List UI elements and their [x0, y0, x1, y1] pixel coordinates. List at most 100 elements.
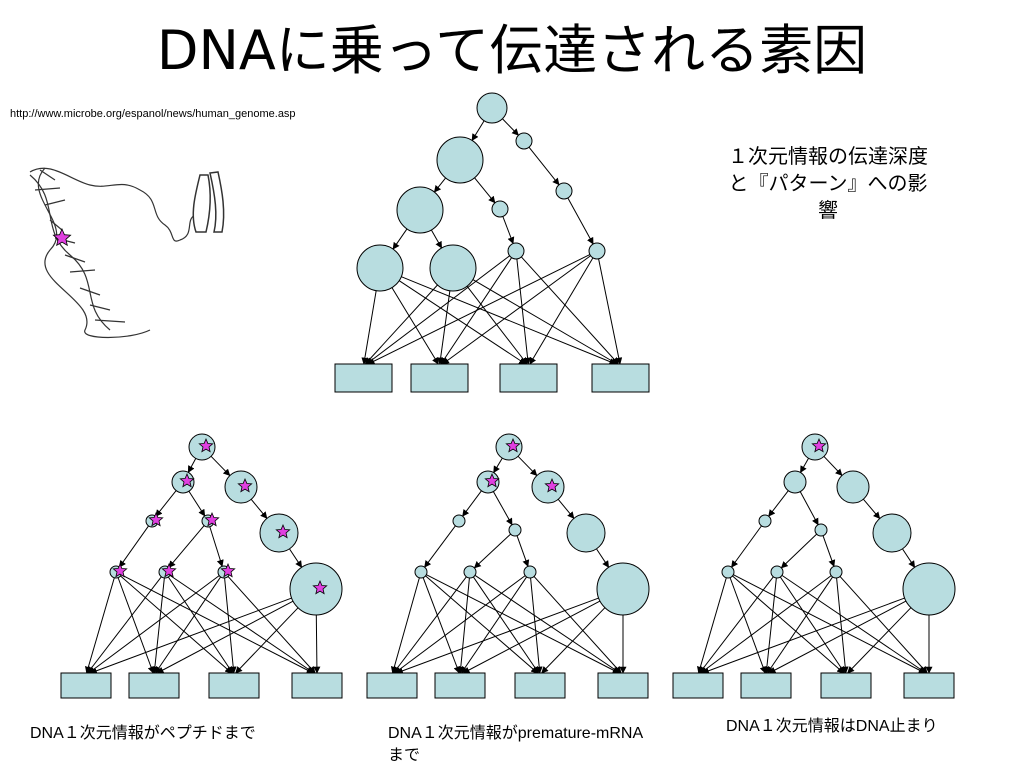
network-node: [836, 470, 870, 504]
tree-arrow: [902, 548, 916, 568]
output-arrow: [732, 575, 845, 674]
tree-arrow: [168, 525, 205, 568]
output-arrow: [768, 600, 907, 674]
tree-arrow: [433, 177, 447, 193]
network-node: [758, 514, 772, 528]
output-box: [60, 672, 112, 699]
star-icon: [112, 562, 128, 578]
output-arrow: [457, 577, 470, 674]
output-arrow: [391, 287, 439, 365]
output-arrow: [460, 576, 528, 674]
network-node: [555, 182, 573, 200]
tree-arrow: [188, 490, 206, 517]
output-arrow: [121, 574, 314, 674]
network-node: [476, 92, 508, 124]
output-box: [128, 672, 180, 699]
tree-arrow: [210, 455, 231, 477]
output-arrow: [422, 577, 461, 674]
output-arrow: [398, 280, 527, 365]
tree-arrow: [557, 499, 575, 519]
output-box: [434, 672, 486, 699]
network-node: [507, 242, 525, 260]
output-box: [672, 672, 724, 699]
output-arrow: [120, 575, 233, 674]
tree-arrow: [187, 458, 197, 473]
star-icon: [148, 511, 164, 527]
output-arrow: [836, 577, 849, 674]
output-arrow: [313, 614, 321, 674]
output-arrow: [541, 607, 606, 674]
tree-arrow: [250, 499, 268, 519]
output-arrow: [151, 577, 165, 674]
network-node: [429, 244, 477, 292]
output-arrow: [367, 254, 591, 365]
tree-arrow: [474, 177, 496, 204]
tree-arrow: [502, 118, 519, 136]
tree-arrow: [424, 525, 456, 568]
network-node: [814, 523, 828, 537]
star-icon: [811, 437, 827, 453]
output-arrow: [729, 577, 767, 674]
network-node: [801, 433, 829, 461]
output-box: [514, 672, 566, 699]
output-arrow: [169, 574, 315, 674]
tree-arrow: [473, 533, 511, 569]
output-box: [591, 363, 650, 393]
tree-arrow: [289, 548, 303, 568]
tree-arrow: [800, 458, 809, 474]
tree-arrow: [119, 525, 149, 568]
network-node: [171, 470, 195, 494]
star-icon: [544, 477, 560, 493]
info-label: １次元情報の伝達深度と『パターン』への影響: [728, 144, 928, 222]
tree-arrow: [462, 490, 482, 517]
output-arrow: [395, 597, 599, 675]
network-node: [436, 136, 484, 184]
output-arrow: [361, 290, 377, 365]
caption-peptide: DNA１次元情報がペプチドまで: [30, 725, 256, 742]
source-url: http://www.microbe.org/espanol/news/huma…: [10, 108, 296, 120]
network-node: [259, 513, 299, 553]
output-arrow: [763, 577, 777, 674]
network-node: [356, 244, 404, 292]
output-arrow: [87, 576, 162, 674]
output-arrow: [516, 258, 532, 365]
network-node: [783, 470, 807, 494]
output-arrow: [733, 574, 926, 674]
output-box: [410, 363, 469, 393]
output-arrow: [472, 279, 618, 365]
tree-arrow: [823, 456, 843, 476]
star-icon: [198, 437, 214, 453]
network-node: [829, 565, 843, 579]
output-arrow: [401, 276, 617, 365]
network-node: [902, 562, 956, 616]
output-arrow: [700, 575, 832, 674]
output-box: [499, 363, 558, 393]
network-node: [515, 132, 533, 150]
output-arrow: [766, 576, 834, 674]
network-node: [188, 433, 216, 461]
tree-arrow: [516, 535, 530, 568]
output-arrow: [117, 577, 155, 674]
star-icon: [237, 477, 253, 493]
output-box: [208, 672, 260, 699]
output-arrow: [474, 574, 621, 674]
tree-arrow: [430, 229, 443, 249]
output-arrow: [598, 258, 623, 365]
output-arrow: [472, 576, 540, 674]
network-node: [491, 200, 509, 218]
network-node: [476, 470, 500, 494]
network-node: [452, 514, 466, 528]
output-arrow: [227, 576, 316, 674]
output-arrow: [839, 576, 928, 674]
tree-arrow: [209, 526, 224, 567]
network-node: [721, 565, 735, 579]
network-node: [508, 523, 522, 537]
caption-dna: DNA１次元情報はDNA止まり: [726, 718, 938, 735]
output-arrow: [437, 290, 451, 365]
output-arrow: [699, 576, 774, 674]
output-arrow: [847, 607, 912, 674]
output-arrow: [701, 597, 905, 675]
network-node: [289, 562, 343, 616]
star-icon: [204, 511, 220, 527]
